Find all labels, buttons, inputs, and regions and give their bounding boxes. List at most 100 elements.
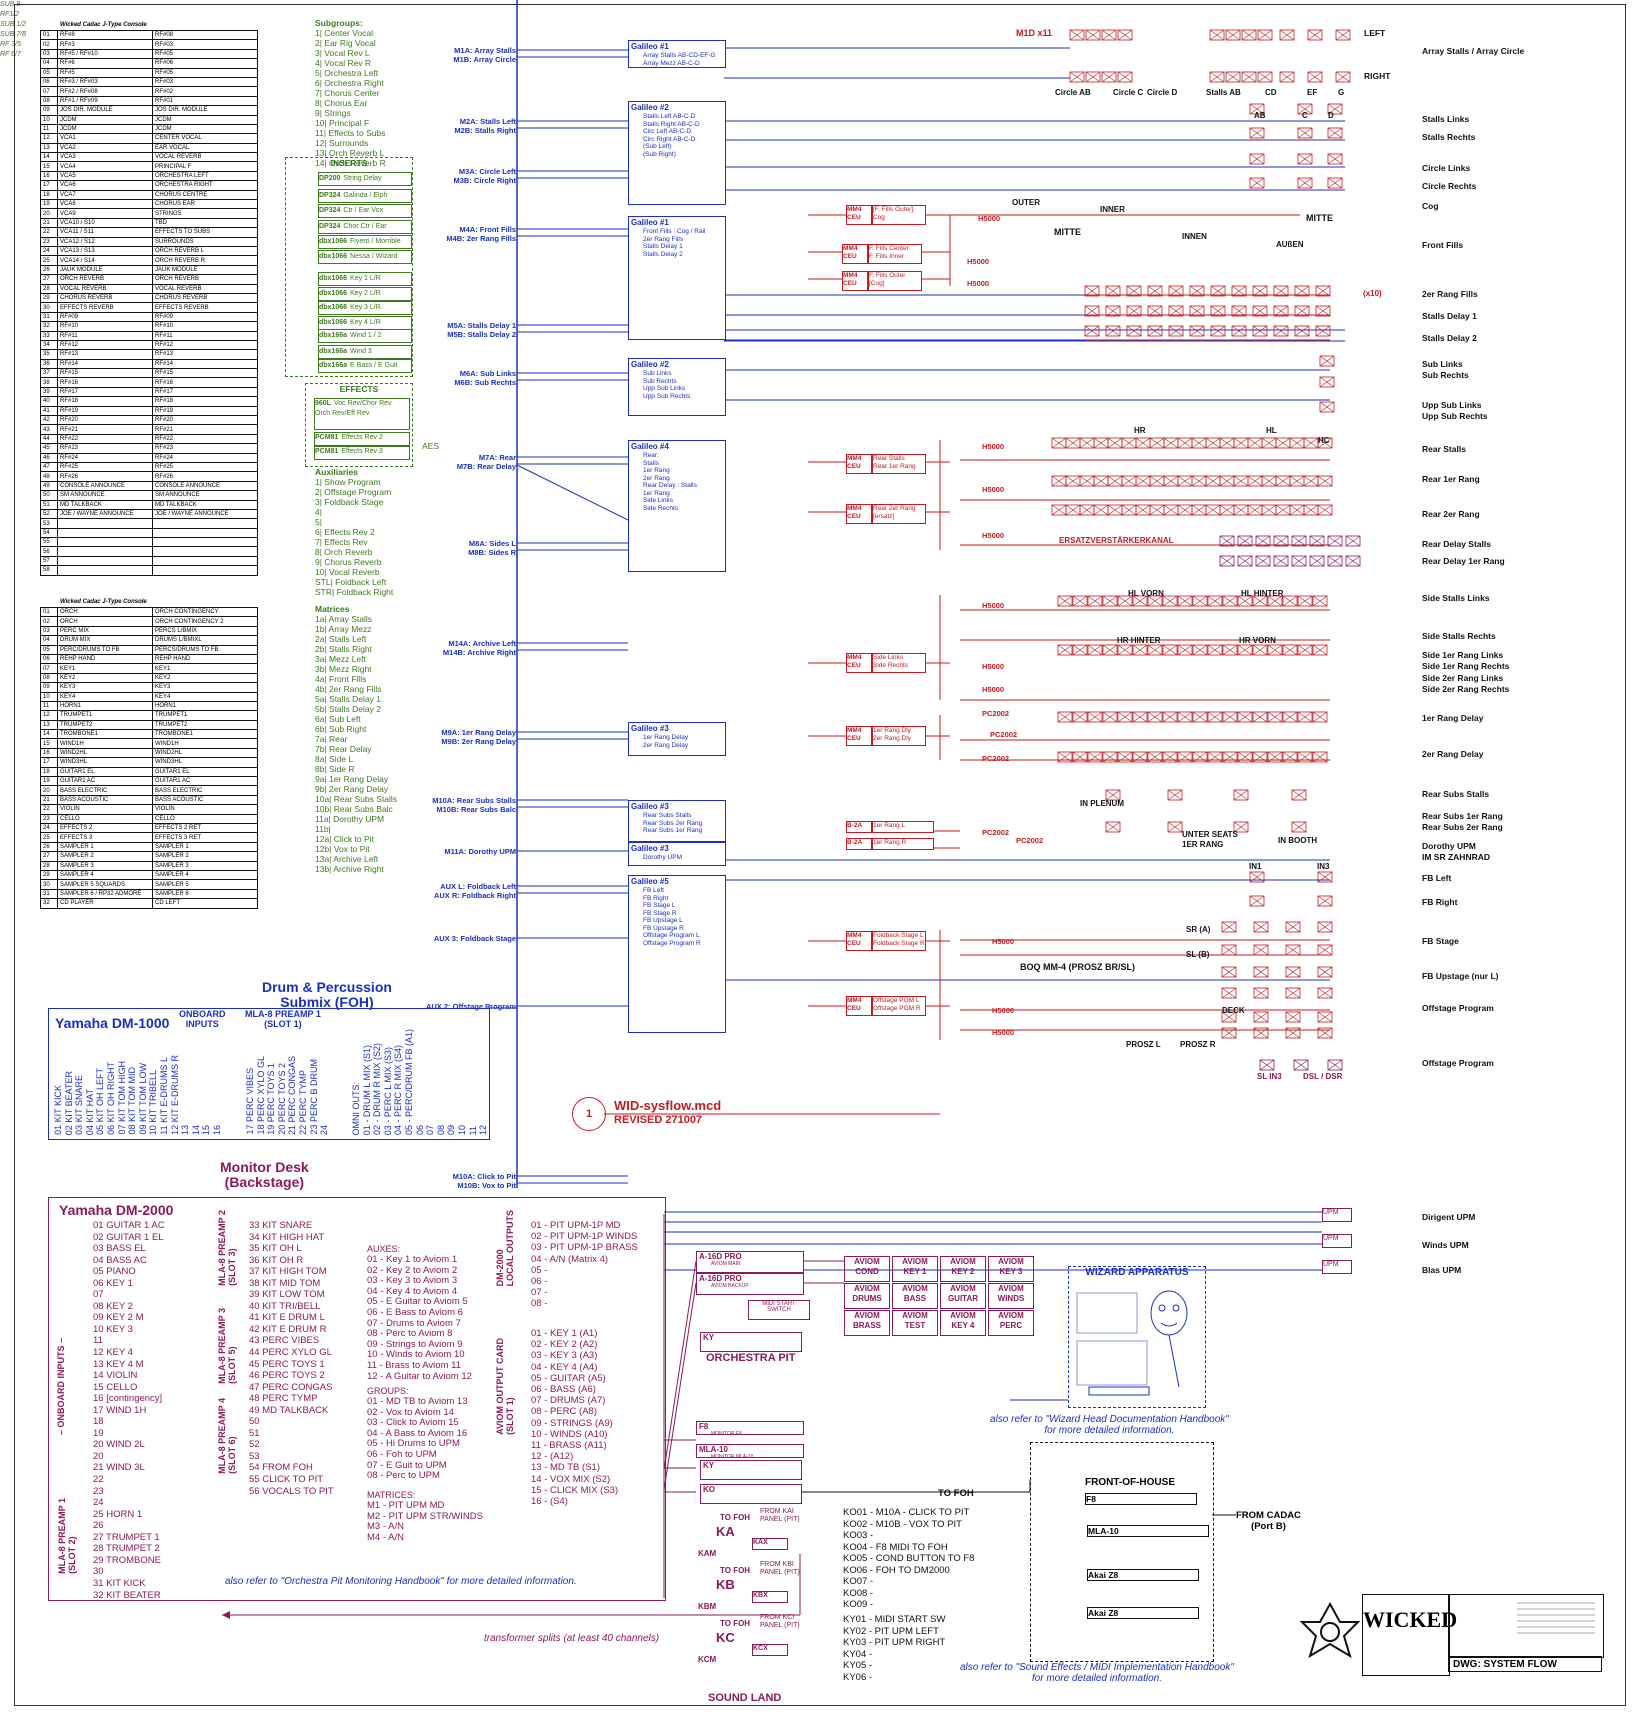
kcx-label: KCX [752,1644,788,1656]
insert-device: dbx1066 [319,290,348,297]
mm4-ceu-label: MM4 CEU [846,726,872,746]
speaker-label: INNER [1100,205,1125,214]
matrix-label-b: M6B: Sub Rechts [454,378,516,387]
aux-item: 5| [315,517,322,527]
dm2000-aux: 09 - Strings to Aviom 9 [367,1338,463,1350]
dm2000-aux: 12 - A Guitar to Aviom 12 [367,1370,472,1382]
dm2000-input: 02 GUITAR 1 EL [93,1231,164,1243]
midi-start-switch: MIDI START SWITCH [748,1300,810,1320]
matrix-item: 12a| Click to Pit [315,834,374,844]
mm4-ceu-channels: [F. Fills Outer] Cog [872,205,926,225]
wizard-title: WIZARD APPARATUS [1085,1267,1189,1278]
zone-label: FB Stage [1422,936,1459,946]
dm2000-input: 26 [93,1520,104,1532]
upm-speaker: UPM [1322,1208,1352,1222]
speaker-label: SR (A) [1186,925,1211,934]
zone-label: 2er Rang Delay [1422,749,1484,759]
a16d-pro-main-label: A-16D PRO [699,1252,742,1261]
sheet-number: 1 [585,1108,593,1120]
pc2002-amp: PC2002 [982,828,1010,837]
zone-label: FB Left [1422,873,1452,883]
dm2000-aviom-output: 06 - BASS (A6) [531,1384,596,1396]
speaker-label: HL VORN [1128,589,1164,598]
galileo-line: Stalls Delay 2 [643,250,683,258]
ko-line: KO06 - FOH TO DM2000 [843,1564,950,1576]
galileo-title: Galileo #3 [631,802,669,811]
galileo-line: (Sub Left) [643,143,672,150]
a16d-pro-backup-label: A-16D PRO [699,1274,742,1283]
upm-speaker: UPM [1322,1260,1352,1274]
speaker-label: Circle C [1113,88,1144,97]
dm2000-groups-title: GROUPS: [367,1386,409,1396]
galileo-line: Side Links [643,497,673,504]
zone-label: FB Upstage (nur L) [1422,971,1499,981]
galileo-line: Rear Subs 2er Rang [643,819,703,827]
b2a-channel: 1er Rang R [872,838,934,850]
matrix-item: 5b| Stalls Delay 2 [315,704,381,714]
insert-device: DP324 [319,192,341,199]
dm2000-input: 15 CELLO [93,1381,138,1393]
dm2000-input: 40 KIT TRI/BELL [249,1300,321,1312]
insert-label: Key 3 L/R [350,304,381,311]
zone-label: Upp Sub Rechts [1422,411,1488,421]
dm2000-aux: 10 - Winds to Aviom 10 [367,1349,465,1361]
dm2000-aviom-output: 05 - GUITAR (A5) [531,1372,606,1384]
dm2000-input: 33 KIT SNARE [249,1220,313,1231]
aux-item: 3| Foldback Stage [315,497,384,507]
matrix-label-b: AUX R: Foldback Right [433,891,516,900]
zone-label: Stalls Delay 2 [1422,333,1477,343]
foh-title: FRONT-OF-HOUSE [1085,1477,1175,1488]
speaker-label: PROSZ R [1180,1040,1216,1049]
aux-item: STL| Foldback Left [315,577,387,587]
zone-label: Side 2er Rang Rechts [1422,684,1510,694]
galileo-line: 1er Rang Delay [643,734,689,741]
dm2000-aviom-output: 08 - PERC (A8) [531,1406,597,1418]
zone-label: Array Stalls / Array Circle [1422,46,1525,56]
zone-label: Rear Subs Stalls [1422,789,1490,799]
dm2000-input: 22 [93,1474,104,1486]
matrix-label-a: M11A: Dorothy UPM [444,847,516,856]
speaker-label: ERSATZVERSTÄRKERKANAL [1059,536,1174,545]
ko-line: KO05 - COND BUTTON TO F8 [843,1553,975,1564]
monitor-mla10-sub: MONITOR MLA-10 [711,1454,754,1460]
dm2000-aviom-output: 12 - (A12) [531,1451,574,1463]
ky-line: KY03 - PIT UPM RIGHT [843,1637,946,1648]
matrix-label-b: M8B: Sides R [468,548,516,557]
insert-label: Ctr / Ear Vox [343,207,384,214]
subgroup-item: 6| Orchestra Right [315,78,384,88]
kam-label: KAM [698,1549,717,1558]
ko-line: KO07 - [843,1576,874,1587]
matrix-output-label: AUX 3: Foldback Stage [380,934,516,943]
dm2000-aviom-output: 16 - (S4) [531,1496,568,1508]
speaker-label: INNEN [1182,232,1207,241]
panel_kci-label: FROM KCI PANEL (PIT) [760,1614,800,1629]
matrix-item: 10a| Rear Subs Stalls [315,794,398,804]
h5000-amp: H5000 [982,662,1005,671]
foh-box: FRONT-OF-HOUSE F8 MLA-10 Akai Z8 Akai Z8 [1030,1442,1214,1662]
subgroup-item: 7| Chorus Center [315,88,380,98]
galileo-line: Dorothy UPM [643,854,683,861]
dm2000-matrix: M4 - A/N [367,1531,404,1543]
dm2000-group: 07 - E Guit to UPM [367,1459,447,1471]
matrix-label-b: M5B: Stalls Delay 2 [447,330,516,339]
mm4-ceu-channels: Offstage PGM L Offstage PGM R [872,996,926,1016]
galileo-line: Circ Right AB-C-D [643,135,696,143]
matrix-label-a: M6A: Sub Links [459,369,516,378]
ko-line: KO02 - M10B - VOX TO PIT [843,1518,962,1530]
insert-device: dbx1066 [319,253,348,260]
aviom-unit: AVIOM DRUMS [844,1283,890,1309]
dm2000-aux: 02 - Key 2 to Aviom 2 [367,1264,458,1276]
speaker-label: MITTE [1054,227,1081,237]
